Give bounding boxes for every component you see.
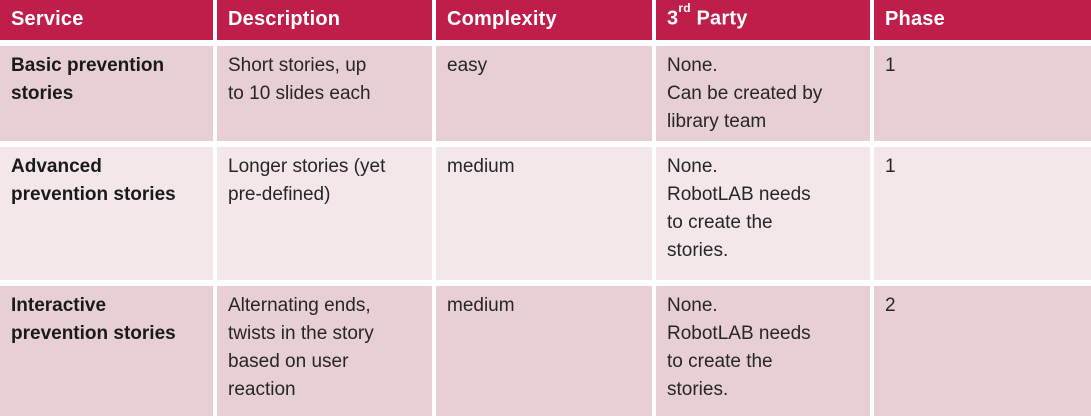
- column-header-phase-label: Phase: [885, 7, 945, 30]
- third-party-ordinal-superscript: rd: [678, 1, 691, 16]
- third-party-word: Party: [690, 7, 748, 30]
- cell-description-row2: Longer stories (yet pre-defined): [217, 147, 432, 280]
- column-header-service: Service: [0, 0, 213, 40]
- cell-phase-row1: 1: [874, 46, 1091, 141]
- column-header-complexity-label: Complexity: [447, 7, 557, 30]
- cell-service-row3: Interactive prevention stories: [0, 286, 213, 416]
- column-header-phase: Phase: [874, 0, 1091, 40]
- column-header-service-label: Service: [11, 7, 84, 30]
- column-header-complexity: Complexity: [436, 0, 652, 40]
- column-header-third-party: 3rd Party: [656, 0, 870, 40]
- cell-third-party-row1: None. Can be created by library team: [656, 46, 870, 141]
- cell-phase-row2: 1: [874, 147, 1091, 280]
- cell-third-party-row2: None. RobotLAB needs to create the stori…: [656, 147, 870, 280]
- cell-service-row1: Basic prevention stories: [0, 46, 213, 141]
- cell-phase-row3: 2: [874, 286, 1091, 416]
- cell-description-row1: Short stories, up to 10 slides each: [217, 46, 432, 141]
- column-header-third-party-label: 3rd Party: [667, 2, 748, 31]
- column-header-description: Description: [217, 0, 432, 40]
- cell-third-party-row3: None. RobotLAB needs to create the stori…: [656, 286, 870, 416]
- cell-description-row3: Alternating ends, twists in the story ba…: [217, 286, 432, 416]
- cell-complexity-row1: easy: [436, 46, 652, 141]
- column-header-description-label: Description: [228, 7, 341, 30]
- third-party-number: 3: [667, 7, 679, 30]
- cell-complexity-row2: medium: [436, 147, 652, 280]
- cell-complexity-row3: medium: [436, 286, 652, 416]
- cell-service-row2: Advanced prevention stories: [0, 147, 213, 280]
